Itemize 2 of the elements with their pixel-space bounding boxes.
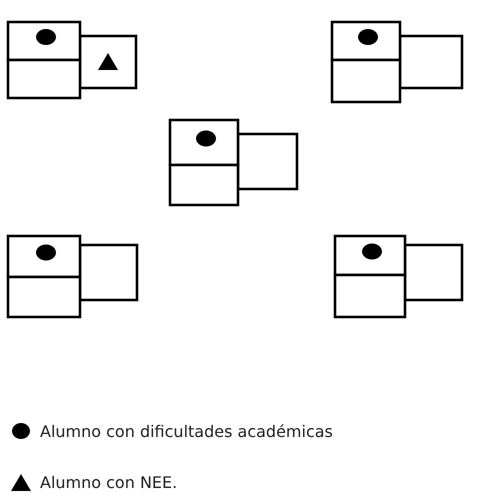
legend-text: Alumno con NEE. bbox=[40, 473, 178, 492]
legend-text: Alumno con dificultades académicas bbox=[40, 422, 333, 441]
